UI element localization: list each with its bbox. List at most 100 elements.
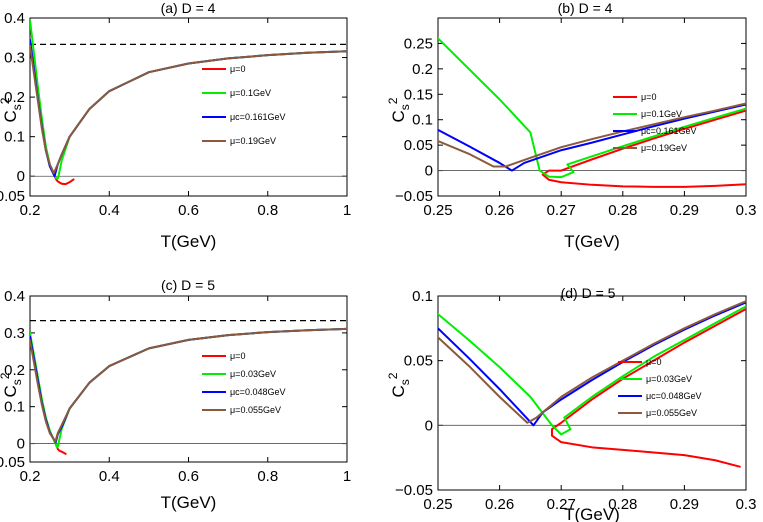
series-group [438, 300, 746, 468]
y-tick-label: 0.4 [4, 288, 25, 305]
y-tick-label: 0.25 [404, 35, 433, 52]
x-tick-label: 0.2 [20, 202, 41, 219]
y-tick-label: 0.2 [4, 362, 25, 379]
series-line-2 [438, 305, 746, 436]
y-tick-label: −0.05 [0, 454, 25, 471]
x-tick-label: 1 [343, 202, 351, 219]
x-tick-label: 0.29 [670, 202, 699, 219]
panel-3: (c) D = 50.20.40.60.81−0.0500.10.20.30.4… [0, 277, 351, 512]
legend-label: μ=0.03GeV [230, 369, 276, 379]
x-tick-label: 0.26 [485, 202, 514, 219]
x-tick-label: 0.25 [423, 202, 452, 219]
y-axis-label-text: Cs2 [386, 97, 412, 122]
legend-label: μc=0.161GeV [230, 112, 285, 122]
plot-frame [437, 295, 747, 491]
y-axis-label-text: Cs2 [0, 97, 24, 122]
legend-label: μ=0.1GeV [230, 88, 271, 98]
panel-title: (b) D = 4 [558, 0, 613, 16]
x-tick-label: 0.27 [547, 202, 576, 219]
legend-label: μ=0.055GeV [646, 408, 697, 418]
series-line-4 [30, 327, 347, 443]
legend-label: μ=0.19GeV [641, 143, 687, 153]
legend-label: μ=0.03GeV [646, 374, 692, 384]
y-tick-label: 0.05 [404, 353, 433, 370]
x-tick-label: 0.6 [178, 468, 199, 485]
legend-label: μc=0.048GeV [646, 391, 701, 401]
y-axis-label: Cs2 [386, 97, 412, 122]
x-tick-label: 0.3 [736, 202, 757, 219]
series-line-3 [438, 103, 746, 172]
panel-1: (a) D = 40.20.40.60.81−0.0500.10.20.30.4… [0, 0, 351, 251]
x-tick-label: 0.28 [608, 202, 637, 219]
y-tick-label: 0.2 [4, 89, 25, 106]
y-axis-label-text: Cs2 [386, 372, 412, 397]
y-axis-label: Cs2 [0, 97, 24, 122]
legend-label: μ=0.1GeV [641, 109, 682, 119]
legend-label: μ=0 [641, 92, 656, 102]
series-line-3 [438, 301, 746, 427]
legend-label: μ=0 [230, 351, 245, 361]
y-tick-label: 0.05 [404, 137, 433, 154]
series-line-3 [30, 327, 347, 444]
legend-label: μc=0.161GeV [641, 126, 696, 136]
y-tick-label: −0.05 [395, 482, 433, 499]
legend-label: μ=0 [230, 64, 245, 74]
y-tick-label: 0.3 [4, 325, 25, 342]
series-line-4 [438, 300, 746, 424]
y-tick-label: 0.1 [4, 129, 25, 146]
x-axis-label: T(GeV) [161, 493, 217, 512]
plot-frame [29, 295, 348, 463]
y-tick-label: 0.4 [4, 10, 25, 27]
x-axis-label: T(GeV) [564, 505, 620, 522]
panel-title: (d) D = 5 [561, 285, 616, 301]
series-line-3 [30, 38, 347, 178]
series-line-1 [53, 175, 75, 186]
series-line-4 [30, 44, 347, 175]
series-line-1 [541, 109, 746, 188]
y-axis-label-text: Cs2 [0, 372, 24, 397]
panel-title: (a) D = 4 [161, 0, 216, 16]
legend: μ=0 μ=0.1GeV μc=0.161GeV μ=0.19GeV [202, 64, 285, 146]
x-tick-label: 1 [343, 468, 351, 485]
x-tick-label: 0.8 [257, 468, 278, 485]
series-group [30, 18, 347, 186]
y-tick-label: 0.1 [412, 288, 433, 305]
legend-label: μ=0.055GeV [230, 405, 281, 415]
legend-label: μc=0.048GeV [230, 387, 285, 397]
y-tick-label: 0 [17, 168, 25, 185]
x-tick-label: 0.26 [485, 496, 514, 513]
series-group [30, 327, 347, 455]
x-tick-label: 0.28 [608, 496, 637, 513]
x-axis-label: T(GeV) [161, 232, 217, 251]
x-tick-label: 0.4 [99, 202, 120, 219]
series-line-1 [550, 307, 746, 468]
series-group [438, 37, 746, 188]
legend: μ=0 μ=0.03GeV μc=0.048GeV μ=0.055GeV [618, 357, 701, 418]
legend: μ=0 μ=0.03GeV μc=0.048GeV μ=0.055GeV [202, 351, 285, 415]
x-tick-label: 0.25 [423, 496, 452, 513]
x-tick-label: 0.2 [20, 468, 41, 485]
y-tick-label: −0.05 [395, 188, 433, 205]
y-tick-label: 0 [425, 163, 433, 180]
series-line-4 [438, 102, 746, 168]
y-axis-label: Cs2 [386, 372, 412, 397]
x-tick-label: 0.27 [547, 496, 576, 513]
y-tick-label: 0.2 [412, 61, 433, 78]
y-tick-label: 0.1 [4, 399, 25, 416]
legend-label: μ=0.19GeV [230, 136, 276, 146]
y-tick-label: 0 [425, 417, 433, 434]
y-tick-label: 0 [17, 436, 25, 453]
series-line-2 [438, 37, 746, 179]
x-tick-label: 0.4 [99, 468, 120, 485]
x-tick-label: 0.6 [178, 202, 199, 219]
legend-label: μ=0 [646, 357, 661, 367]
y-tick-label: 0.3 [4, 50, 25, 67]
y-tick-label: 0.1 [412, 112, 433, 129]
y-tick-label: −0.05 [0, 188, 25, 205]
series-line-2 [30, 327, 347, 449]
plot-frame [29, 17, 348, 197]
series-line-2 [30, 18, 347, 180]
x-tick-label: 0.3 [736, 496, 757, 513]
